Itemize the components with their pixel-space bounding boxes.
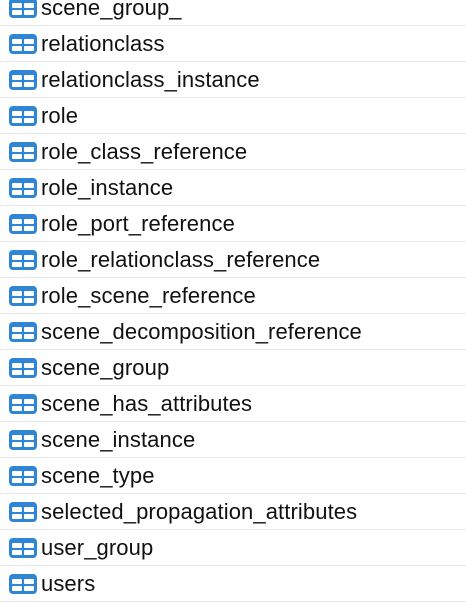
table-list-item[interactable]: role_port_reference xyxy=(0,206,466,242)
table-list-item[interactable]: scene_group xyxy=(0,350,466,386)
table-name: users xyxy=(41,570,96,596)
table-name: role_instance xyxy=(41,174,174,200)
table-list-item[interactable]: role_scene_reference xyxy=(0,278,466,314)
table-list-item[interactable]: scene_type xyxy=(0,458,466,494)
table-name: role_port_reference xyxy=(41,210,235,236)
table-icon xyxy=(8,573,38,595)
table-list-item[interactable]: role_class_reference xyxy=(0,134,466,170)
table-icon xyxy=(8,249,38,271)
table-name: relationclass xyxy=(41,30,165,56)
table-icon xyxy=(8,537,38,559)
table-list-item[interactable]: users xyxy=(0,566,466,602)
table-icon xyxy=(8,501,38,523)
table-name: role_class_reference xyxy=(41,138,248,164)
table-name: user_group xyxy=(41,534,154,560)
table-list-item[interactable]: scene_group_ xyxy=(0,0,466,26)
table-name: scene_group_ xyxy=(41,0,182,20)
table-icon xyxy=(8,357,38,379)
table-name: role_relationclass_reference xyxy=(41,246,321,272)
table-name: role xyxy=(41,102,79,128)
table-list-item[interactable]: relationclass_instance xyxy=(0,62,466,98)
table-list-item[interactable]: scene_instance xyxy=(0,422,466,458)
table-list-item[interactable]: scene_has_attributes xyxy=(0,386,466,422)
table-list-item[interactable]: relationclass xyxy=(0,26,466,62)
table-name: role_scene_reference xyxy=(41,282,256,308)
table-icon xyxy=(8,105,38,127)
table-icon xyxy=(8,177,38,199)
table-list-item[interactable]: role_relationclass_reference xyxy=(0,242,466,278)
table-name: relationclass_instance xyxy=(41,66,260,92)
table-name: selected_propagation_attributes xyxy=(41,498,358,524)
table-icon xyxy=(8,285,38,307)
table-list-item[interactable]: scene_decomposition_reference xyxy=(0,314,466,350)
table-list-item[interactable]: user_group xyxy=(0,530,466,566)
table-icon xyxy=(8,33,38,55)
table-name: scene_group xyxy=(41,354,170,380)
table-list-item[interactable]: role_instance xyxy=(0,170,466,206)
table-icon xyxy=(8,0,38,19)
table-name: scene_decomposition_reference xyxy=(41,318,362,344)
table-icon xyxy=(8,141,38,163)
table-name: scene_has_attributes xyxy=(41,390,253,416)
table-icon xyxy=(8,69,38,91)
table-icon xyxy=(8,213,38,235)
table-icon xyxy=(8,429,38,451)
table-icon xyxy=(8,321,38,343)
table-list-item[interactable]: selected_propagation_attributes xyxy=(0,494,466,530)
table-name: scene_type xyxy=(41,462,155,488)
table-list-item[interactable]: role xyxy=(0,98,466,134)
table-icon xyxy=(8,465,38,487)
table-name: scene_instance xyxy=(41,426,196,452)
table-icon xyxy=(8,393,38,415)
